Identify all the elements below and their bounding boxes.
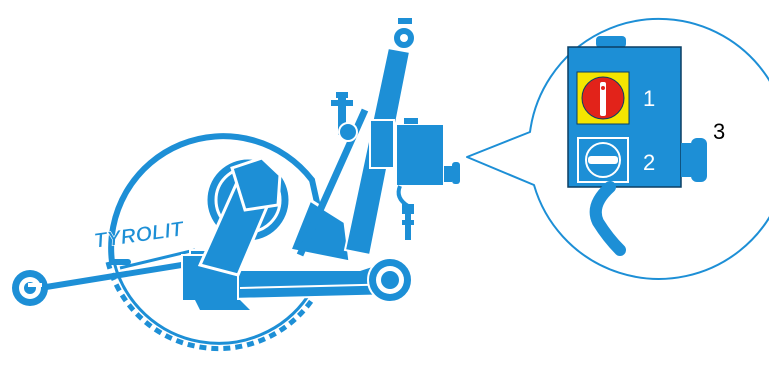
logo-text: TYROLIT	[92, 217, 186, 253]
push-button-icon	[681, 138, 707, 182]
main-switch-icon	[577, 72, 629, 124]
callout-1-number: 1	[643, 86, 655, 111]
callout-3-number: 3	[713, 119, 725, 144]
front-guide-wheel	[12, 270, 48, 306]
key-switch-icon	[578, 138, 628, 182]
power-cable	[399, 186, 414, 240]
blade-drive-housing	[200, 158, 290, 275]
rear-wheel	[368, 258, 412, 302]
callout-2-number: 2	[643, 150, 655, 175]
water-valve	[331, 92, 357, 141]
tyrolit-logo: TYROLIT	[92, 217, 186, 253]
